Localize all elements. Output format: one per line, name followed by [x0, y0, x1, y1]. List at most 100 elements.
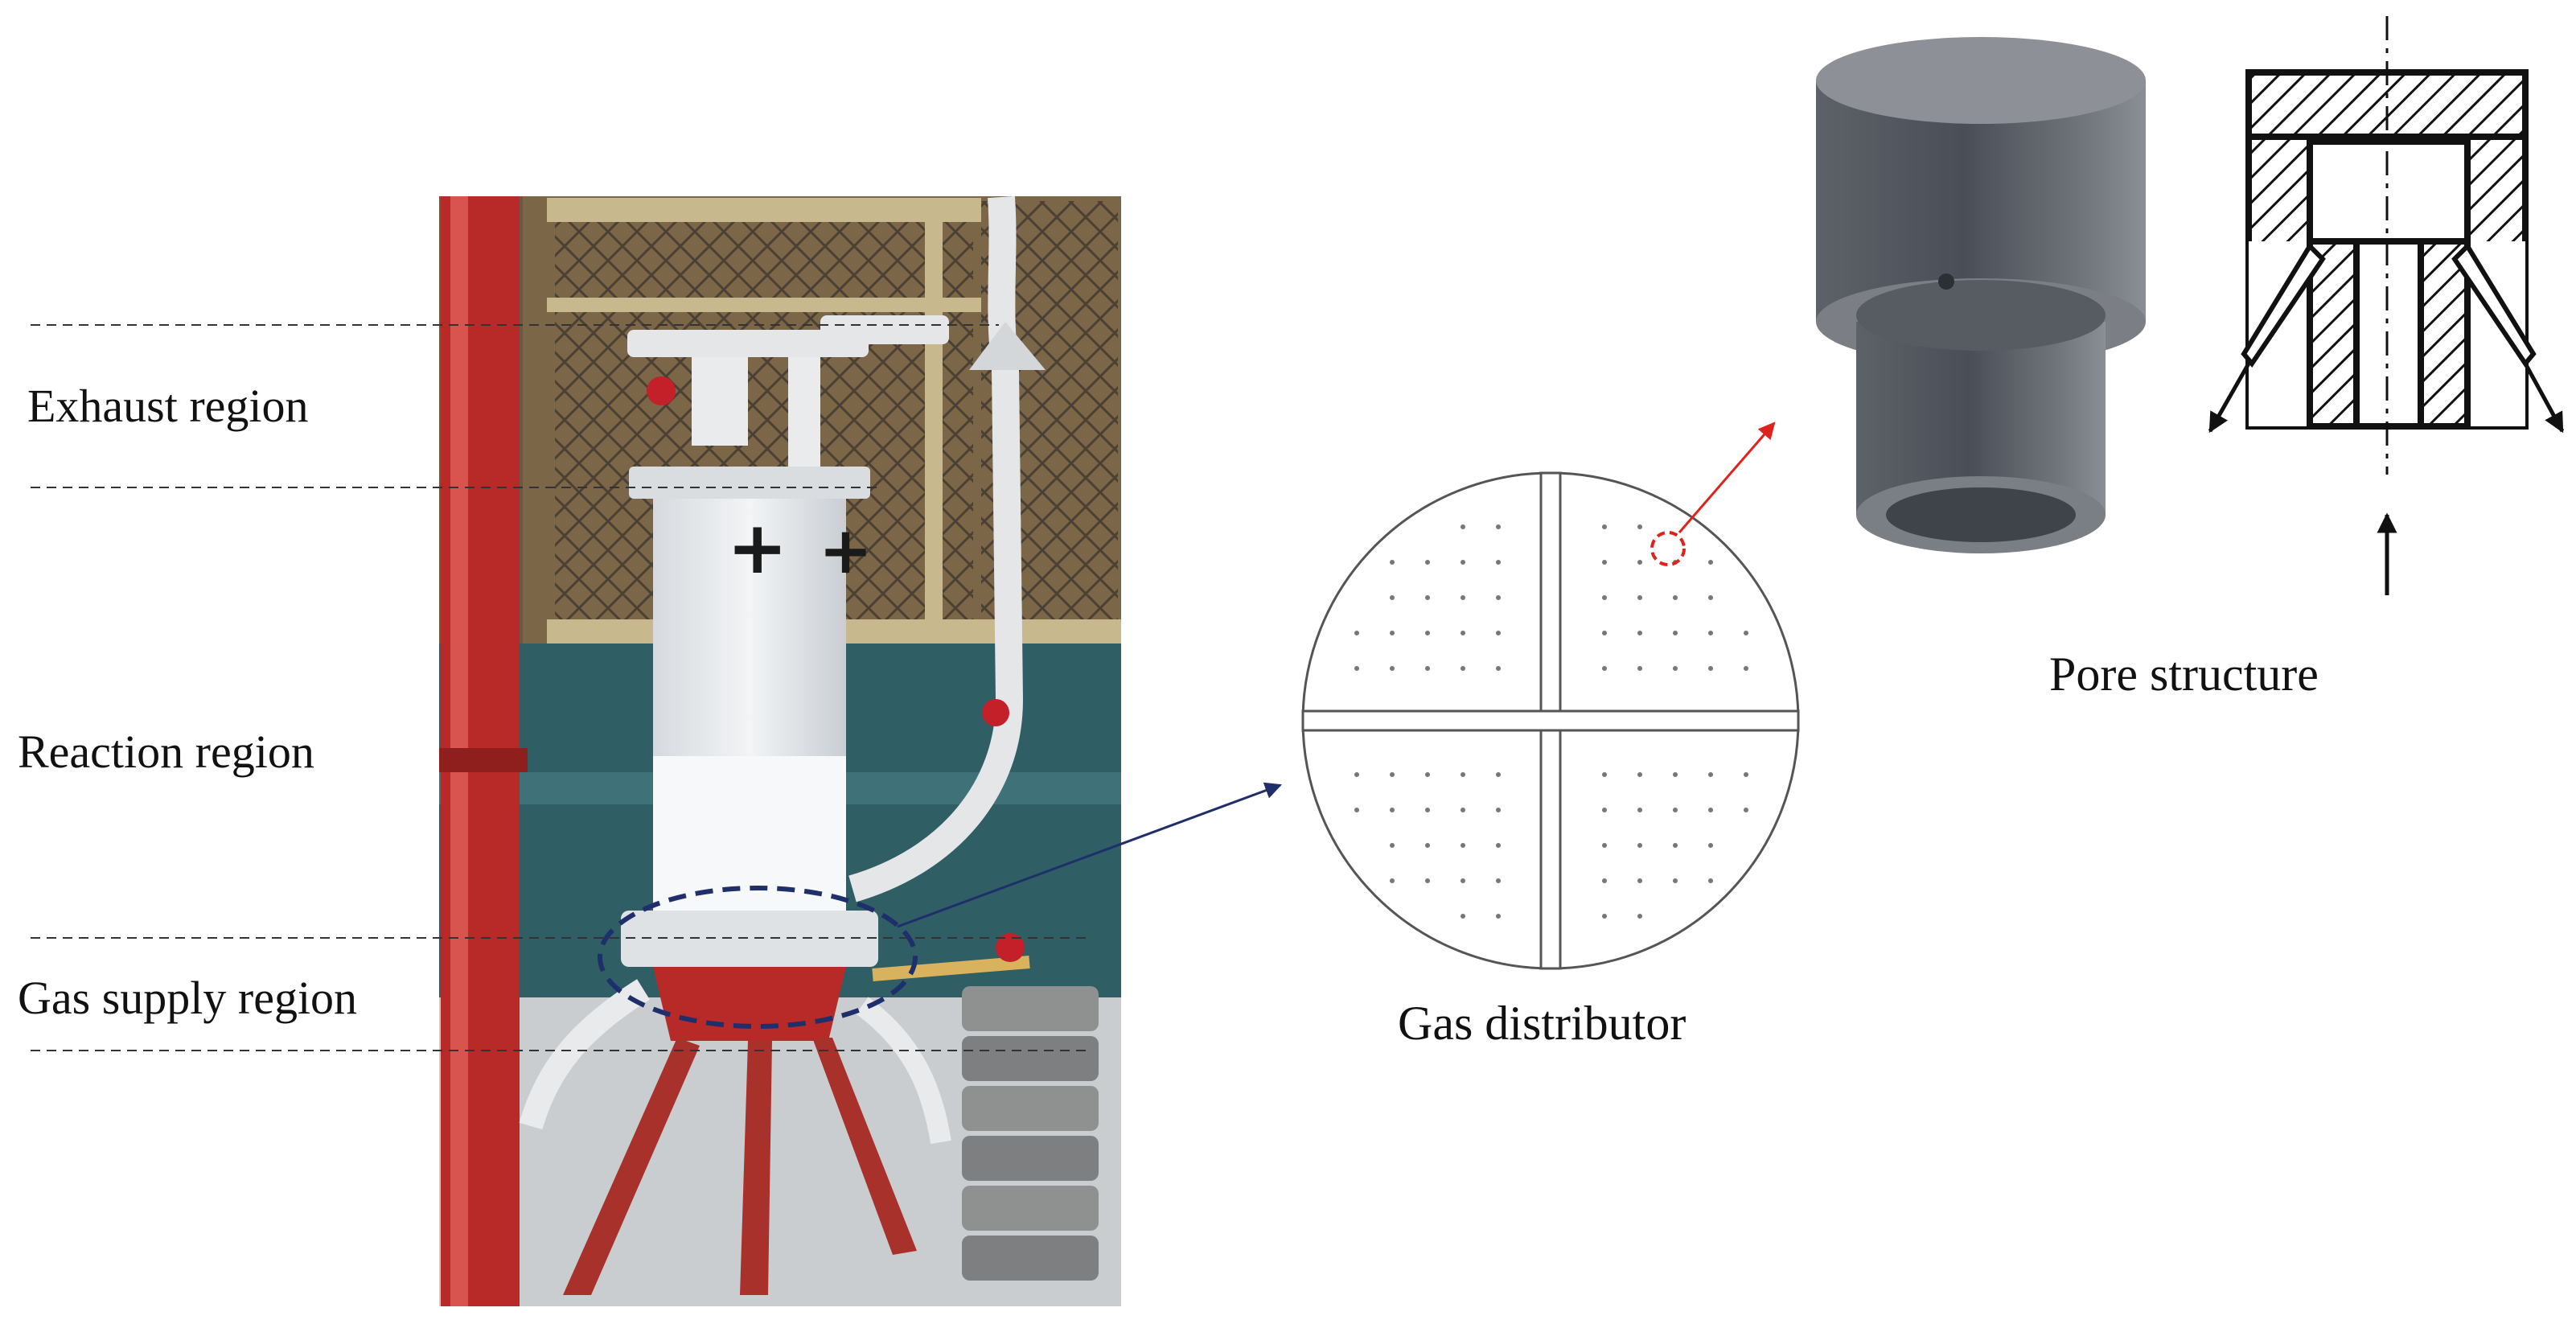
distributor-pore — [1390, 666, 1395, 671]
distributor-pore — [1425, 666, 1430, 671]
nozzle-top-face — [1816, 37, 2146, 124]
distributor-pore — [1390, 878, 1395, 883]
distributor-pore — [1637, 914, 1642, 919]
distributor-pore — [1496, 631, 1501, 635]
distributor-pore — [1496, 808, 1501, 812]
distributor-pore — [1390, 808, 1395, 812]
distributor-pore — [1602, 666, 1607, 671]
distributor-pore — [1461, 914, 1465, 919]
distributor-pore — [1390, 843, 1395, 848]
distributor-pore — [1461, 631, 1465, 635]
distributor-pore — [1708, 843, 1713, 848]
distributor-pore — [1461, 808, 1465, 812]
distributor-pore — [1637, 524, 1642, 529]
red-base — [653, 967, 846, 1041]
distributor-pore — [1637, 808, 1642, 812]
distributor-pore — [1708, 560, 1713, 565]
distributor-pore — [1496, 560, 1501, 565]
distributor-pore — [1496, 595, 1501, 600]
distributor-pore — [1673, 878, 1678, 883]
valve-top — [647, 376, 676, 405]
distributor-pore — [1602, 595, 1607, 600]
distributor-pore — [1673, 772, 1678, 777]
distributor-pore — [1461, 524, 1465, 529]
distributor-pore — [1673, 843, 1678, 848]
distributor-pore — [1708, 808, 1713, 812]
distributor-pore — [1708, 631, 1713, 635]
distributor-pore — [1637, 772, 1642, 777]
distributor-pore — [1602, 843, 1607, 848]
nozzle-bore — [1886, 487, 2076, 542]
distributor-pore — [1496, 772, 1501, 777]
distributor-pore — [1673, 808, 1678, 812]
leg-right — [812, 1038, 917, 1255]
distributor-pore — [1602, 560, 1607, 565]
distributor-pore — [1390, 595, 1395, 600]
distributor-pore — [1354, 666, 1359, 671]
distributor-pore — [1496, 914, 1501, 919]
region-dividers — [31, 324, 1092, 1051]
section-chamber — [2307, 138, 2471, 249]
leader-to-pore — [1678, 421, 1776, 533]
distributor-pore — [1354, 631, 1359, 635]
leg-left — [563, 1038, 700, 1295]
pore-structure-caption: Pore structure — [2049, 648, 2319, 701]
gas-distributor-diagram — [1301, 471, 1800, 970]
flow-arrow-left — [2208, 362, 2251, 434]
distributor-pore — [1461, 843, 1465, 848]
distributor-pore — [1461, 666, 1465, 671]
gas-supply-region-label: Gas supply region — [18, 972, 358, 1024]
distributor-pore — [1602, 524, 1607, 529]
distributor-pore — [1425, 843, 1430, 848]
distributor-pore — [1354, 772, 1359, 777]
distributor-highlight — [598, 886, 918, 1029]
distributor-pore — [1637, 631, 1642, 635]
distributor-pore — [1425, 808, 1430, 812]
distributor-pore — [1425, 878, 1430, 883]
distributor-pore — [1708, 666, 1713, 671]
distributor-pore — [1708, 595, 1713, 600]
distributor-pore — [1637, 595, 1642, 600]
distributor-pore — [1354, 808, 1359, 812]
distributor-pore — [1496, 878, 1501, 883]
distributor-pore — [1637, 878, 1642, 883]
distributor-pore — [1744, 631, 1748, 635]
section-inlet-channel — [2353, 238, 2424, 430]
leg-middle — [740, 1041, 772, 1295]
section-outlet-left — [2241, 242, 2326, 368]
hose — [848, 196, 1024, 903]
gas-distributor-caption: Gas distributor — [1398, 997, 1687, 1050]
top-pipe — [627, 330, 869, 357]
distributor-pore — [1708, 772, 1713, 777]
distributor-pore — [1496, 524, 1501, 529]
top-flange — [629, 467, 870, 499]
distributor-pore — [1496, 666, 1501, 671]
distributor-pore — [1708, 878, 1713, 883]
distributor-pore — [1673, 666, 1678, 671]
distributor-pore — [1637, 560, 1642, 565]
distributor-pore — [1602, 878, 1607, 883]
distributor-pore — [1461, 560, 1465, 565]
column-mark-right: + — [819, 513, 873, 588]
distributor-pore — [1602, 631, 1607, 635]
flow-arrow-right — [2523, 362, 2565, 434]
distributor-pore — [1390, 772, 1395, 777]
distributor-rib-horizontal — [1301, 709, 1800, 732]
pore-cross-section — [2208, 16, 2565, 595]
distributor-pore — [1602, 914, 1607, 919]
pore-nozzle-3d — [1816, 37, 2146, 553]
distributor-pore — [1744, 666, 1748, 671]
column-mark-left: + — [727, 506, 787, 590]
bottom-flange — [621, 911, 878, 967]
distributor-pore — [1390, 560, 1395, 565]
distributor-pore — [1744, 808, 1748, 812]
selected-pore-highlight — [1650, 531, 1686, 566]
distributor-pore — [1425, 631, 1430, 635]
distributor-pore — [1461, 772, 1465, 777]
distributor-pore — [1390, 631, 1395, 635]
distributor-pore — [1425, 772, 1430, 777]
weight-stack — [962, 986, 1099, 1281]
distributor-pore — [1637, 666, 1642, 671]
exhaust-region-label: Exhaust region — [27, 380, 309, 432]
